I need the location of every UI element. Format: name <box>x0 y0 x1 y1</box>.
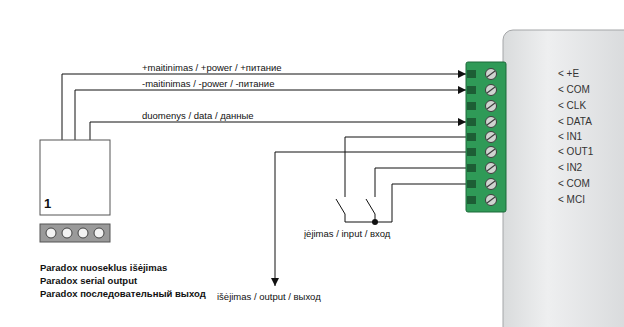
connector-strip <box>40 224 110 242</box>
wire-opening <box>467 70 476 78</box>
pin-label: < IN2 <box>558 162 582 174</box>
screw-slot <box>487 149 495 155</box>
terminal-screw <box>486 101 497 112</box>
terminal-screw <box>486 147 497 158</box>
controller-housing: < +E < COM < CLK < DATA < IN1 < OUT1 < IN2 < CO… <box>466 30 624 327</box>
output-label: išėjimas / output / выход <box>215 291 323 302</box>
terminal-screw <box>486 163 497 174</box>
wire-opening <box>467 102 476 110</box>
caption-line: Paradox serial output <box>40 275 137 287</box>
screw-slot <box>487 134 495 140</box>
caption-line: Paradox nuoseklus išėjimas <box>40 262 167 274</box>
wire-opening <box>467 196 476 204</box>
pin-label: < OUT1 <box>558 146 593 158</box>
connector-pin <box>62 228 72 238</box>
wire-opening <box>467 133 476 141</box>
module-body <box>40 140 110 215</box>
wire-connector <box>90 122 466 140</box>
screw-slot <box>487 119 495 125</box>
input1-switch <box>336 199 345 222</box>
pin-label: < COM <box>558 84 590 96</box>
input-label: įėjimas / input / вход <box>302 228 392 239</box>
wire-opening <box>467 86 476 94</box>
node-outline <box>466 30 624 327</box>
wire-connector <box>62 74 466 140</box>
output-wire <box>275 152 466 286</box>
wire-connector <box>75 90 466 140</box>
pin-label: < COM <box>558 178 590 190</box>
terminal-screw <box>486 69 497 80</box>
connector-pin <box>94 228 104 238</box>
wire-opening <box>467 180 476 188</box>
screw-slot <box>487 71 495 77</box>
input2-switch <box>366 199 375 222</box>
terminal-screw <box>486 85 497 96</box>
input1-wire <box>345 137 466 197</box>
paradox-module: 1Paradox nuoseklus išėjimasParadox seria… <box>38 140 228 305</box>
terminal-screw <box>486 195 497 206</box>
screw-slot <box>487 197 495 203</box>
junction-dot <box>372 219 378 225</box>
screw-slot <box>487 103 495 109</box>
pin-label: < CLK <box>558 100 586 112</box>
pin-label: < MCI <box>558 194 585 206</box>
wire-label: duomenys / data / данные <box>140 110 256 121</box>
connector-pin <box>78 228 88 238</box>
callout-number: 1 <box>44 197 51 211</box>
pin-label: < +E <box>558 68 579 80</box>
terminal-screw <box>486 179 497 190</box>
screw-slot <box>487 165 495 171</box>
terminal-screw <box>486 132 497 143</box>
wire-opening <box>467 118 476 126</box>
screw-slot <box>487 181 495 187</box>
pin-label: < DATA <box>558 116 592 128</box>
screw-slot <box>487 87 495 93</box>
caption-line: Paradox последовательный выход <box>40 288 206 300</box>
terminal-screw <box>486 117 497 128</box>
input2-wire <box>375 168 466 197</box>
housing-body <box>503 30 624 327</box>
wire-label: +maitinimas / +power / +питание <box>140 62 284 73</box>
terminal-block <box>466 62 506 212</box>
common-wire <box>345 184 466 222</box>
pin-label: < IN1 <box>558 131 582 143</box>
connector-pin <box>46 228 56 238</box>
wire-opening <box>467 148 476 156</box>
wire-label: -maitinimas / -power / -питание <box>140 78 276 89</box>
wire-opening <box>467 164 476 172</box>
